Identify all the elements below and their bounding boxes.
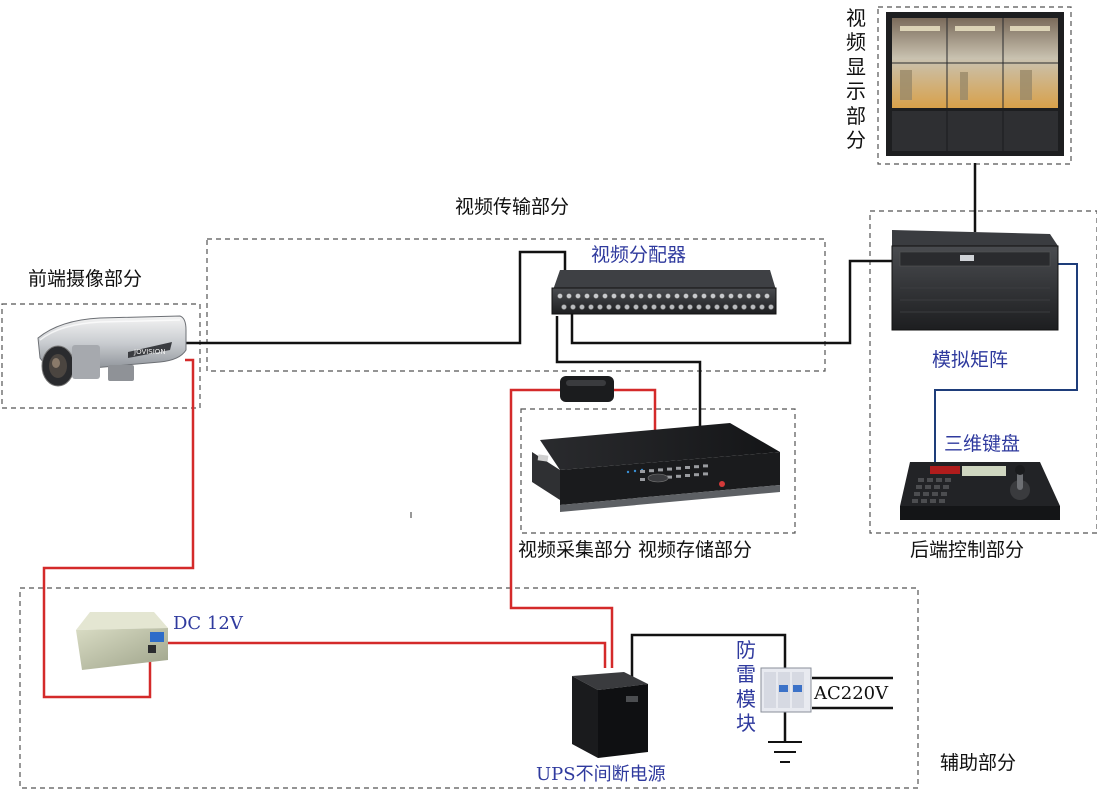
monitor-wall-device [886,12,1064,156]
label-surge: 防雷模块 [736,638,756,736]
cable-matrix-to-keyboard [934,263,1078,462]
label-matrix: 模拟矩阵 [932,349,1009,371]
matrix-device [891,230,1059,331]
label-capture-storage: 视频采集部分 视频存储部分 [518,539,753,561]
power-ups-to-adapter [509,388,614,668]
power-adapter-to-dvr [612,388,657,430]
cable-camera-to-distributor [175,250,567,345]
ground-symbol [768,741,802,763]
camera-brand-label: JOVISION [133,348,166,356]
label-ups: UPS不间断电源 [536,764,666,785]
label-backend-control: 后端控制部分 [910,539,1025,561]
cable-distributor-to-matrix [570,259,892,345]
label-display: 视频显示部分 [846,6,866,152]
front-camera-box [1,303,201,409]
label-keyboard: 三维键盘 [944,433,1021,455]
dvr-device [532,423,780,512]
backend-control-box [869,210,1097,534]
video-cables [175,163,977,742]
transmission-box [206,238,826,372]
surge-protector-device [760,667,812,713]
power-psu-to-ups [168,641,607,668]
label-dc12v: DC 12V [173,613,243,634]
section-boxes [1,6,1097,789]
cable-distributor-to-dvr [555,316,702,432]
display-box [877,6,1072,165]
ups-device [572,672,648,758]
camera-device: JOVISION [37,315,187,387]
power-cables [42,358,657,699]
label-transmission: 视频传输部分 [455,196,570,218]
label-ac220v: AC220V [814,683,889,704]
power-camera-to-psu [42,358,195,699]
cable-ups-to-surge [630,633,787,682]
distributor-device [551,270,777,315]
psu-device [76,612,168,670]
power-adapter-device [560,376,614,402]
control-cables [934,263,1078,462]
label-front-camera: 前端摄像部分 [28,268,143,290]
label-distributor: 视频分配器 [591,244,687,266]
keyboard-device [900,462,1060,520]
capture-storage-box [520,408,796,534]
label-auxiliary: 辅助部分 [940,752,1017,774]
